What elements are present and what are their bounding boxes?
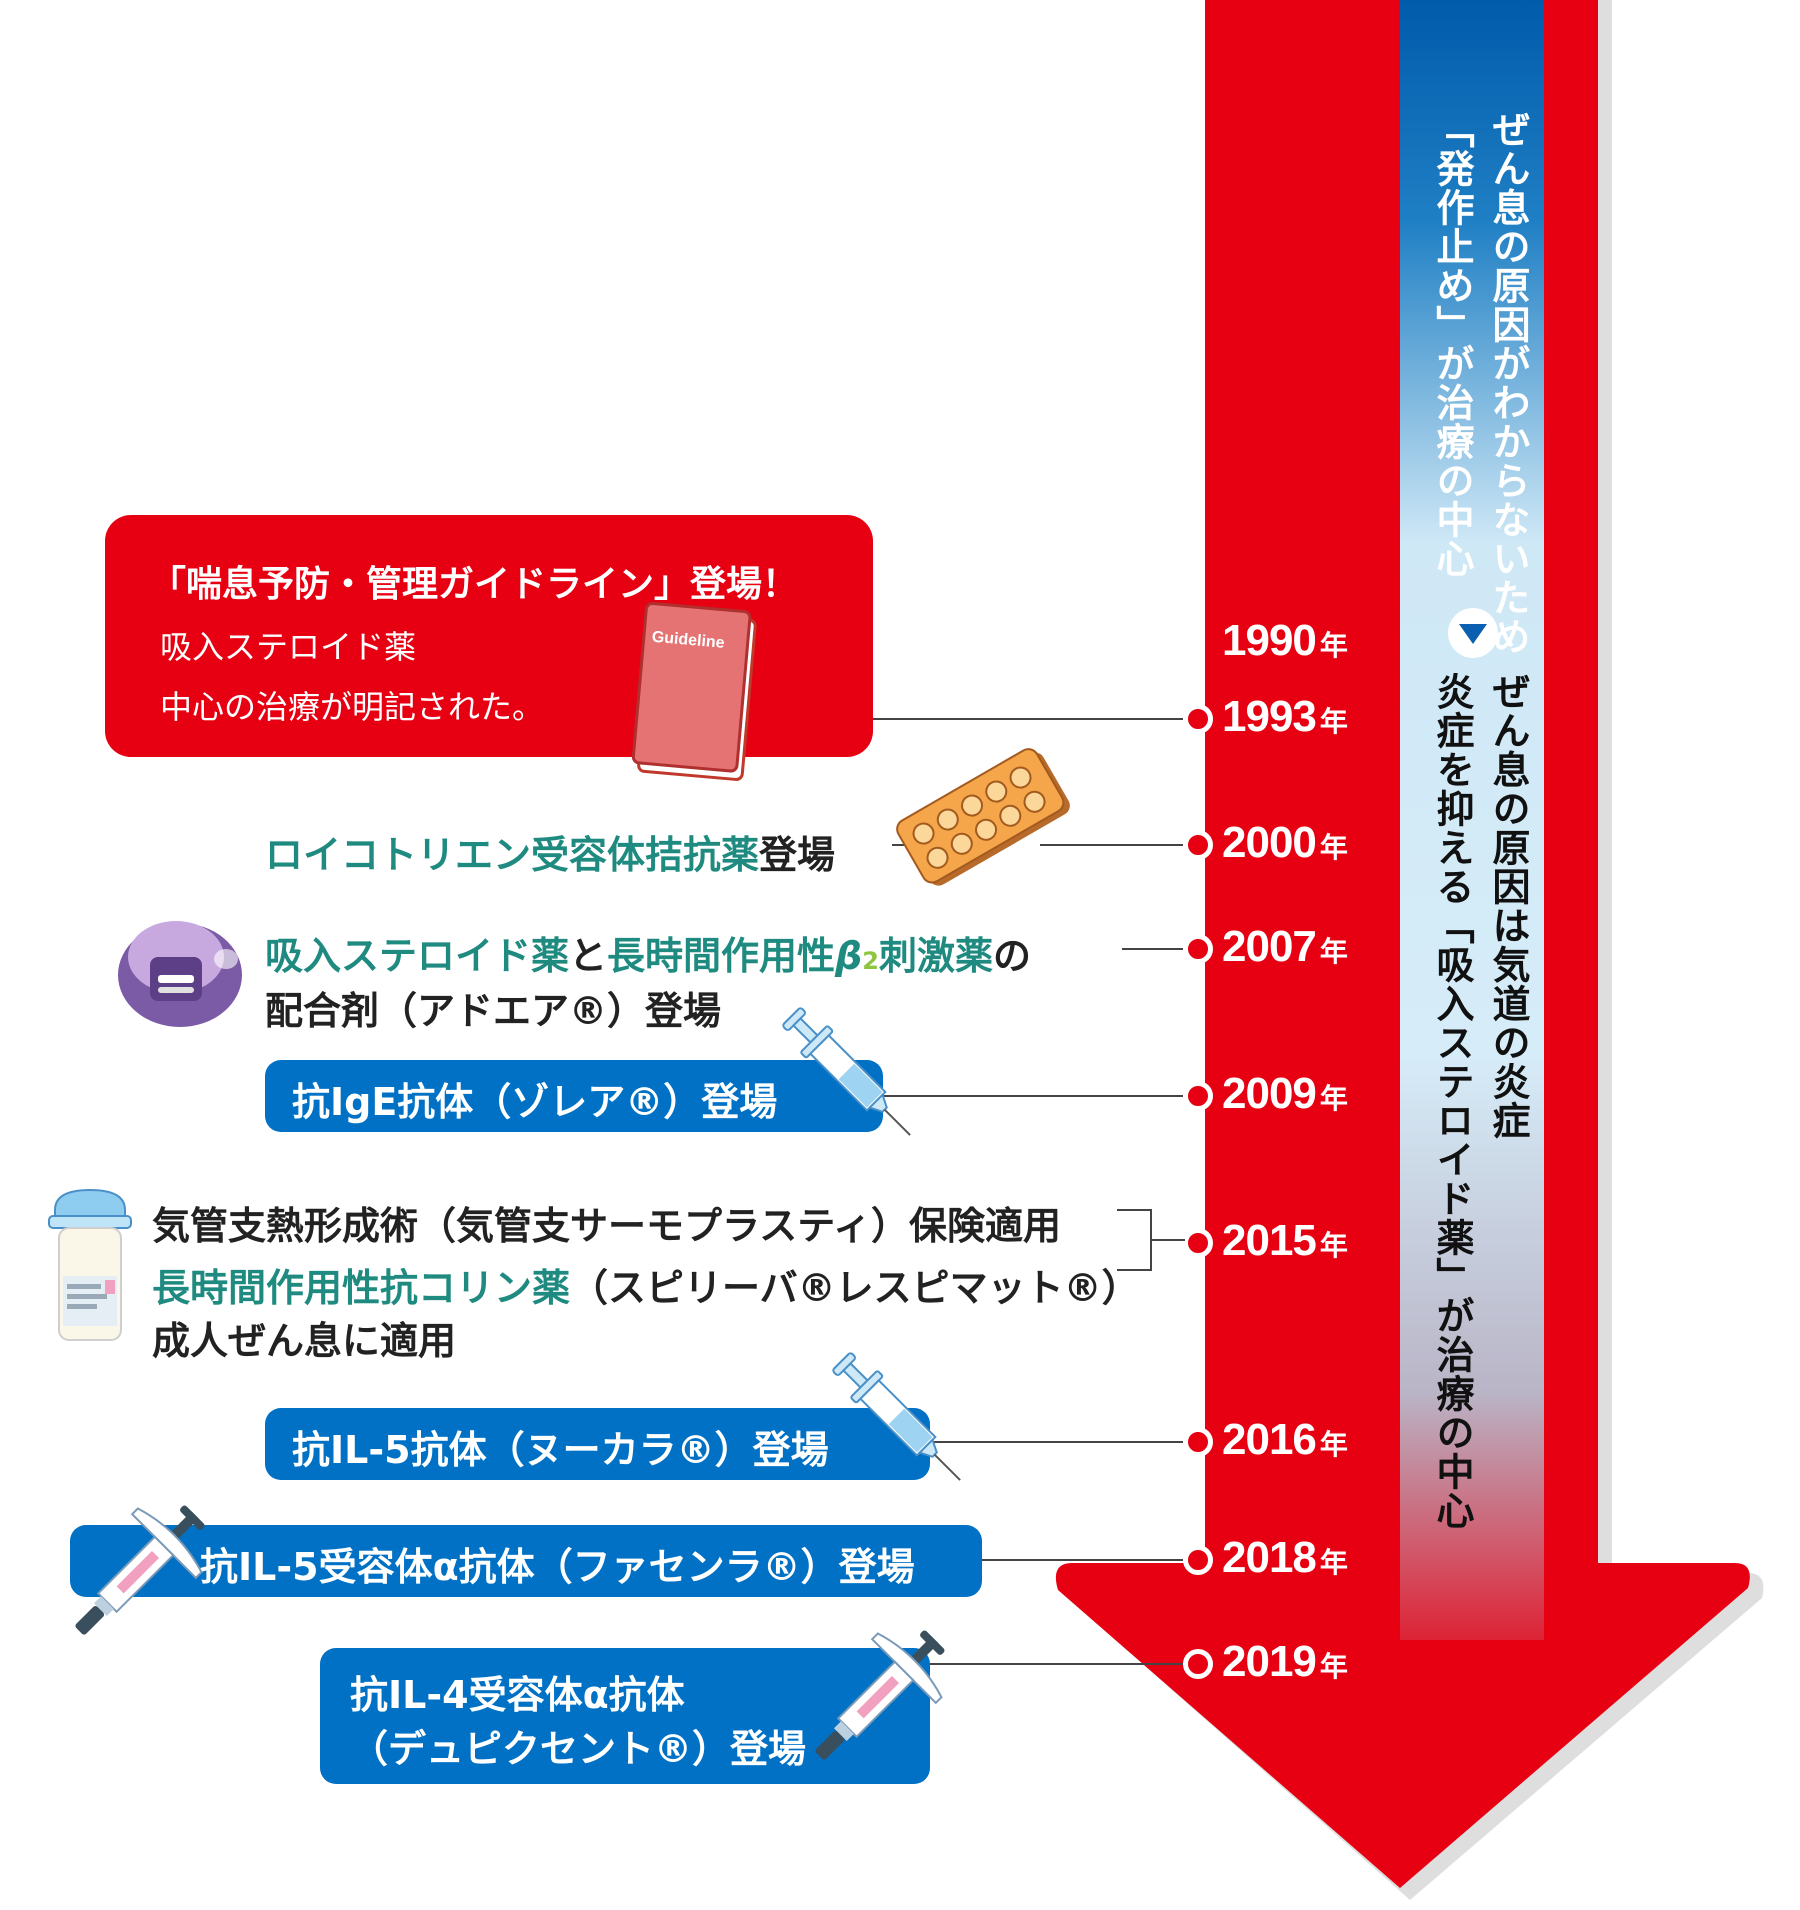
event-2019-pill — [320, 1648, 930, 1784]
tablet-blister-icon — [896, 748, 1070, 886]
connector-2016 — [930, 1441, 1183, 1443]
dot-2000 — [1183, 830, 1213, 860]
event-2009-pill — [265, 1060, 883, 1132]
dot-2015 — [1183, 1228, 1213, 1258]
event-2018-label: 抗IL-5受容体α抗体（ファセンラ®）登場 — [200, 1545, 915, 1589]
band-bottom-line2: 炎症を抑える「吸入ステロイド薬」が治療の中心 — [1430, 672, 1474, 1530]
guideline-book-icon: Guideline — [631, 602, 757, 781]
prefilled-syringe-icon-2018 — [75, 1505, 205, 1635]
syringe-icon-2016 — [832, 1352, 961, 1481]
event-2016-label: 抗IL-5抗体（ヌーカラ®）登場 — [292, 1428, 829, 1472]
band-bottom-line1: ぜん息の原因は気道の炎症 — [1486, 672, 1530, 1140]
inhaler-disk-icon — [118, 921, 242, 1027]
event-2007-line1: 吸入ステロイド薬と長時間作用性β2刺激薬の — [265, 934, 1031, 978]
event-2015-line3: 成人ぜん息に適用 — [152, 1319, 457, 1363]
connector-2000 — [1040, 844, 1183, 846]
connector-2019 — [930, 1663, 1183, 1665]
down-triangle-icon — [1459, 624, 1487, 644]
connector-2007 — [1122, 948, 1183, 950]
event-2015-line1: 気管支熱形成術（気管支サーモプラスティ）保険適用 — [152, 1204, 1061, 1248]
connector-1993 — [873, 718, 1183, 720]
event-2007-line2: 配合剤（アドエア®）登場 — [265, 989, 722, 1033]
dot-2019 — [1183, 1649, 1213, 1679]
event-2019-line1: 抗IL-4受容体α抗体 — [350, 1673, 685, 1717]
respimat-inhaler-icon — [48, 1188, 132, 1341]
event-1993-body-2: 中心の治療が明記された。 — [160, 688, 545, 726]
event-2015-line2: 長時間作用性抗コリン薬（スピリーバ®レスピマット®） — [152, 1266, 1140, 1310]
band-top-line1: ぜん息の原因がわからないため — [1486, 110, 1530, 656]
event-1993-title: 「喘息予防・管理ガイドライン」登場！ — [150, 564, 799, 605]
event-2016-pill — [265, 1408, 930, 1480]
bracket-2015 — [1117, 1209, 1185, 1271]
event-1993-body-1: 吸入ステロイド薬 — [160, 628, 417, 666]
connector-2009 — [883, 1095, 1183, 1097]
event-2019-line2: （デュピクセント®）登場 — [350, 1727, 807, 1771]
band-top-line2: 「発作止め」が治療の中心 — [1430, 110, 1474, 578]
dot-2016 — [1183, 1427, 1213, 1457]
event-2009-label: 抗IgE抗体（ゾレア®）登場 — [292, 1080, 778, 1124]
dot-2018 — [1183, 1545, 1213, 1575]
dot-2009 — [1183, 1081, 1213, 1111]
connector-2018 — [982, 1559, 1183, 1561]
event-2000-label: ロイコトリエン受容体拮抗薬登場 — [265, 833, 836, 877]
dot-1993 — [1183, 704, 1213, 734]
dot-2007 — [1183, 934, 1213, 964]
svg-text:Guideline: Guideline — [651, 629, 725, 652]
syringe-icon-2009 — [782, 1007, 911, 1136]
event-2018-pill — [70, 1525, 982, 1597]
prefilled-syringe-icon-2019 — [815, 1630, 945, 1760]
